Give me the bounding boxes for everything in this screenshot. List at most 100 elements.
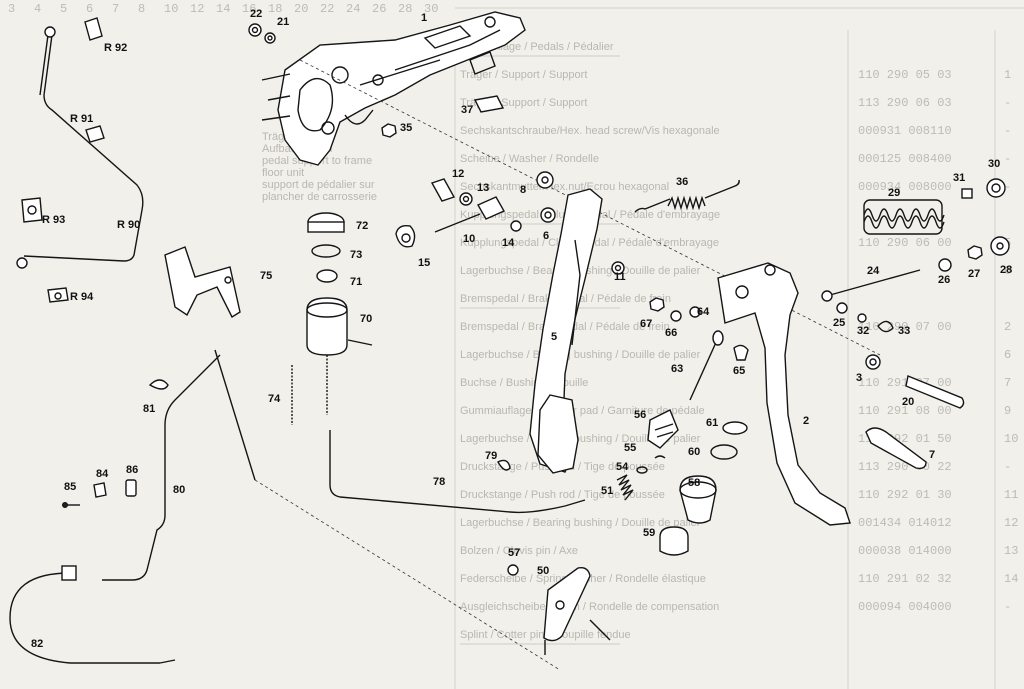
bg-row-pos: 2 (1004, 320, 1011, 334)
callout-22: 22 (250, 8, 262, 20)
callout-70: 70 (360, 313, 372, 325)
nut-31 (961, 188, 973, 199)
bushing-59 (659, 526, 689, 556)
bg-row-code: 000125 008400 (858, 152, 952, 166)
bolt-12 (430, 178, 456, 202)
bg-row-text: Lagerbuchse / Bearing bushing / Douille … (460, 517, 701, 529)
callout-31: 31 (953, 172, 965, 184)
bg-row-text: Bolzen / Clevis pin / Axe (460, 545, 578, 557)
bg-row-code: 110 291 02 32 (858, 572, 952, 586)
washer-26 (938, 258, 952, 272)
callout-28: 28 (1000, 264, 1012, 276)
callout-24: 24 (867, 265, 880, 277)
callout-51: 51 (601, 485, 613, 497)
scale-tick: 24 (346, 2, 360, 16)
bg-row-pos: 1 (1004, 68, 1011, 82)
bg-row-text: Buchse / Bushing / Douille (460, 377, 588, 389)
callout-2: 2 (803, 415, 809, 427)
sleeve-r91 (85, 125, 105, 143)
callout-21: 21 (277, 16, 289, 28)
callout-15: 15 (418, 257, 430, 269)
clip-84 (93, 482, 107, 498)
washer-14 (510, 220, 522, 232)
bg-row-pos: 14 (1004, 572, 1018, 586)
scale-tick: 8 (138, 2, 145, 16)
callout-r92: R 92 (104, 42, 127, 54)
bg-row-pos: 10 (1004, 432, 1018, 446)
scale-tick: 5 (60, 2, 67, 16)
callout-30: 30 (988, 158, 1000, 170)
scale-tick: 16 (242, 2, 256, 16)
scale-tick: 26 (372, 2, 386, 16)
ring-60 (710, 444, 738, 460)
callout-84: 84 (96, 468, 109, 480)
bg-row-code: 110 290 05 03 (858, 68, 952, 82)
ring-61 (722, 421, 748, 435)
rod-63 (689, 330, 724, 401)
screw-85 (62, 502, 80, 508)
washer-13 (459, 192, 473, 206)
bg-row-pos: 13 (1004, 544, 1018, 558)
grommet-71 (316, 269, 338, 283)
callout-33: 33 (898, 325, 910, 337)
nut-22 (248, 23, 262, 37)
callout-14: 14 (502, 237, 515, 249)
bracket-75 (164, 246, 241, 319)
bg-row-pos: - (1004, 96, 1011, 110)
callout-58: 58 (688, 477, 700, 489)
washer-3 (865, 354, 881, 370)
bg-row-pos: - (1004, 600, 1011, 614)
bg-row-pos: - (1004, 180, 1011, 194)
callout-11: 11 (614, 271, 626, 283)
bg-row-code: 000038 014000 (858, 544, 952, 558)
callout-7: 7 (929, 449, 935, 461)
callout-3: 3 (856, 372, 862, 384)
clutch-pedal-5 (529, 188, 603, 474)
bg-row-text: Träger / Support / Support (460, 69, 587, 81)
washer-28 (990, 236, 1010, 256)
pipe-80 (102, 354, 221, 581)
nut-35 (381, 123, 397, 138)
bg-row-pos: 6 (1004, 348, 1011, 362)
callout-1: 1 (421, 12, 427, 24)
bushing-6 (540, 207, 556, 223)
cap-79 (497, 459, 511, 471)
callout-6: 6 (543, 230, 549, 242)
callout-63: 63 (671, 363, 683, 375)
clip-r94 (47, 287, 69, 303)
washer-32 (857, 313, 867, 323)
bg-row-text: Lagerbuchse / Bearing bushing / Douille … (460, 349, 701, 361)
bushing-8 (536, 171, 554, 189)
callout-13: 13 (477, 182, 489, 194)
bushing-11 (611, 261, 625, 275)
reservoir-70 (306, 297, 373, 356)
bg-row-text: Sechskantschraube/Hex. head screw/Vis he… (460, 125, 720, 137)
scale-tick: 22 (320, 2, 334, 16)
washer-21 (264, 32, 276, 44)
clip-33 (877, 320, 894, 333)
bg-row-pos: - (1004, 460, 1011, 474)
scale-tick: 18 (268, 2, 282, 16)
callout-66: 66 (665, 327, 677, 339)
spring-36 (634, 179, 740, 213)
bg-row-pos: 7 (1004, 376, 1011, 390)
ring-54 (636, 466, 648, 474)
callout-54: 54 (616, 461, 629, 473)
callout-72: 72 (356, 220, 368, 232)
line-78 (214, 349, 586, 514)
bg-row-code: 110 292 01 30 (858, 488, 952, 502)
bg-row-code: 000934 008000 (858, 180, 952, 194)
callout-73: 73 (350, 249, 362, 261)
scale-tick: 7 (112, 2, 119, 16)
bg-row-code: 001434 014012 (858, 516, 952, 530)
pin-20 (905, 375, 965, 409)
callout-82: 82 (31, 638, 43, 650)
pedal-support-bracket (261, 11, 526, 166)
pad-7 (865, 427, 927, 470)
callout-79: 79 (485, 450, 497, 462)
callout-r90: R 90 (117, 219, 140, 231)
bg-row-text: Sechskantmutter/Hex.nut/Ecrou hexagonal (460, 181, 669, 193)
scale-tick: 4 (34, 2, 41, 16)
